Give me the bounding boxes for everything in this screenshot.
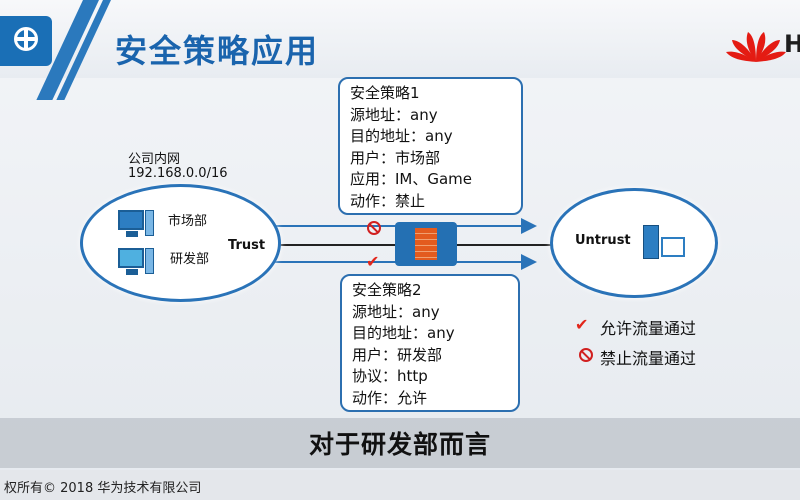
untrust-cloud [550, 188, 718, 298]
policy1-app: 应用：IM、Game [350, 170, 473, 188]
globe-icon [14, 27, 38, 51]
policy2-name: 安全策略2 [352, 281, 422, 299]
slide-header: 安全策略应用 H [0, 0, 800, 100]
policy1-src: 源地址：any [350, 105, 438, 124]
policy1-dst: 目的地址：any [350, 127, 453, 145]
huawei-logo [726, 32, 786, 62]
copyright-text: 权所有© 2018 华为技术有限公司 [4, 481, 202, 496]
policy1-name: 安全策略1 [350, 84, 420, 102]
deny-icon [367, 221, 381, 235]
video-caption: 对于研发部而言 [308, 430, 491, 459]
brand-text: H [784, 30, 800, 58]
pc1-label: 市场部 [168, 214, 208, 229]
trust-label: Trust [228, 238, 266, 253]
lan-subnet: 192.168.0.0/16 [128, 166, 228, 181]
policy2-user: 用户：研发部 [352, 345, 443, 364]
lan-title: 公司内网 [128, 152, 181, 167]
policy-box-2: 安全策略2 源地址：any 目的地址：any 用户：研发部 协议：http 动作… [340, 274, 520, 412]
legend-deny: 禁止流量通过 [600, 349, 697, 368]
policy-box-1: 安全策略1 源地址：any 目的地址：any 用户：市场部 应用：IM、Game… [338, 77, 523, 215]
caption-band [0, 418, 800, 468]
trust-cloud [80, 184, 281, 302]
policy2-dst: 目的地址：any [352, 324, 455, 342]
globe-logo [0, 16, 52, 66]
slide-title: 安全策略应用 [115, 32, 320, 70]
policy1-user: 用户：市场部 [350, 148, 441, 167]
pc-icon [118, 210, 154, 240]
check-icon: ✔ [575, 315, 589, 334]
pc-icon [118, 248, 154, 278]
check-icon: ✔ [366, 252, 380, 271]
server-icon [643, 225, 687, 259]
policy1-action: 动作：禁止 [350, 191, 426, 210]
slide-footer [0, 470, 800, 500]
deny-icon [579, 348, 593, 362]
untrust-label: Untrust [575, 233, 631, 248]
policy2-protocol: 协议：http [352, 367, 428, 385]
firewall-icon [395, 222, 457, 266]
legend-allow: 允许流量通过 [600, 319, 697, 338]
policy2-src: 源地址：any [352, 302, 440, 321]
pc2-label: 研发部 [170, 252, 210, 267]
policy2-action: 动作：允许 [352, 388, 428, 407]
